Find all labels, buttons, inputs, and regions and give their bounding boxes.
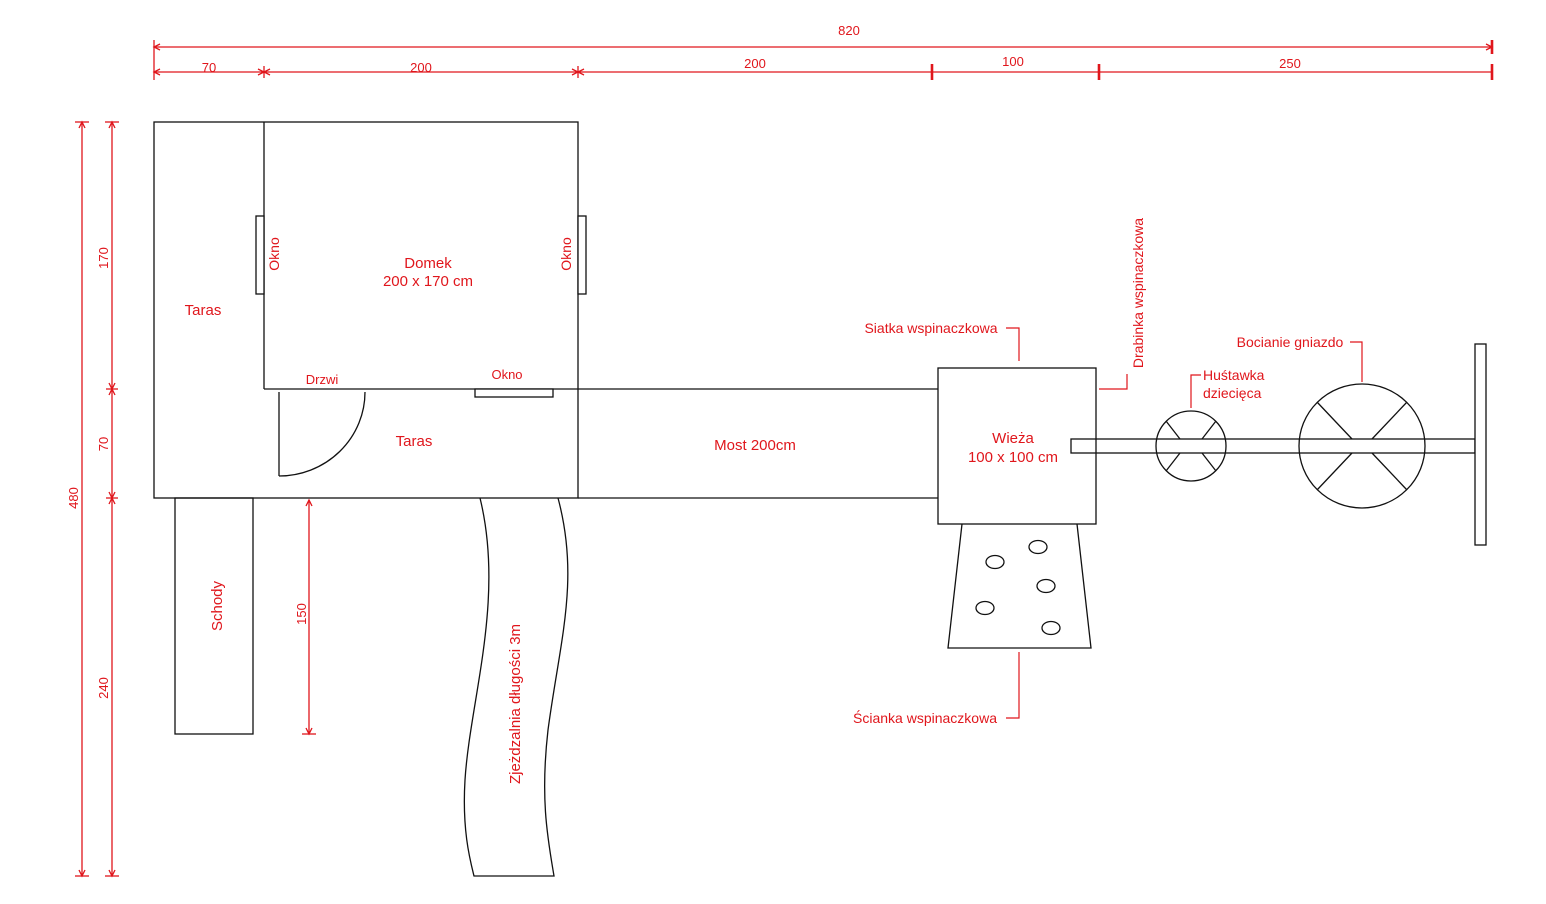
bocianie-gniazdo-swing <box>1298 383 1426 509</box>
dim-label-taras-height: 70 <box>96 437 111 451</box>
top-dimension-lines: 820 70 200 200 100 250 <box>152 23 1494 80</box>
taras-bottom-label: Taras <box>396 433 433 450</box>
window-right <box>577 215 587 295</box>
spoke <box>1165 420 1181 440</box>
drabinka-leader <box>1099 374 1128 390</box>
arrowhead <box>78 120 86 129</box>
spoke <box>1165 452 1181 472</box>
scianka-climbing-wall <box>947 523 1092 649</box>
window-left <box>255 215 265 295</box>
hustawka-label: Huśtawka <box>1203 367 1265 383</box>
hustawka-seat-circle <box>1155 410 1227 482</box>
zjezdzalnia-slide <box>463 497 569 877</box>
dim-label-taras-width: 70 <box>202 60 216 75</box>
hustawka-swing <box>1155 410 1227 482</box>
spoke <box>1316 452 1353 491</box>
arrowhead <box>108 869 116 878</box>
swing-beam <box>1070 438 1476 454</box>
bocianie-label: Bocianie gniazdo <box>1237 334 1344 350</box>
arrowhead <box>305 727 313 736</box>
dim-label-schody-height: 240 <box>96 677 111 699</box>
okno-left-label: Okno <box>266 237 282 271</box>
platform-outline <box>153 121 579 499</box>
taras-top-label: Taras <box>185 302 222 319</box>
arrowhead <box>78 869 86 878</box>
spoke <box>1201 452 1217 472</box>
step-height-dimension: 150 <box>294 498 316 736</box>
arrowhead <box>108 120 116 129</box>
dim-label-most-width: 200 <box>744 56 766 71</box>
dim-label-domek-height: 170 <box>96 247 111 269</box>
most-label: Most 200cm <box>714 437 796 454</box>
arrowhead <box>152 68 161 76</box>
climbing-hold <box>1036 578 1056 594</box>
arrowhead <box>152 43 161 51</box>
arrowhead <box>305 498 313 507</box>
arrowhead <box>108 496 116 505</box>
left-dimension-lines: 480 170 70 240 <box>66 120 119 878</box>
scianka-label: Ścianka wspinaczkowa <box>853 709 997 726</box>
swing-end-post <box>1474 343 1487 546</box>
wieza-label: Wieża <box>992 430 1034 447</box>
arrowhead <box>262 68 271 76</box>
climbing-hold <box>985 554 1005 570</box>
schody-stairs <box>174 497 254 735</box>
spoke <box>1201 420 1217 440</box>
nest-circle <box>1298 383 1426 509</box>
dim-label-total-height: 480 <box>66 487 81 509</box>
house-platform <box>153 121 587 499</box>
spoke <box>1316 401 1353 440</box>
arrowhead <box>1485 43 1494 51</box>
wieza-tower <box>937 367 1097 525</box>
climbing-hold <box>1028 539 1048 555</box>
drabinka-label: Drabinka wspinaczkowa <box>1130 218 1146 368</box>
siatka-label: Siatka wspinaczkowa <box>864 320 997 336</box>
schody-label: Schody <box>209 580 226 631</box>
scianka-leader <box>1006 652 1020 719</box>
domek-label: Domek <box>404 255 452 272</box>
siatka-leader <box>1006 327 1020 361</box>
domek-size-label: 200 x 170 cm <box>383 273 473 290</box>
climbing-hold <box>975 600 995 616</box>
dim-label-wieza-width: 100 <box>1002 54 1024 69</box>
dim-label-rest-width: 250 <box>1279 56 1301 71</box>
dim-label-step-height: 150 <box>294 603 309 625</box>
climbing-wall-outline <box>947 523 1092 649</box>
wieza-size-label: 100 x 100 cm <box>968 449 1058 466</box>
okno-bottom-label: Okno <box>491 367 522 382</box>
bocianie-leader <box>1350 341 1363 382</box>
spoke <box>1371 401 1408 440</box>
window-bottom <box>474 388 554 398</box>
spoke <box>1371 452 1408 491</box>
zjezdzalnia-label: Zjeżdzalnia długości 3m <box>507 624 524 784</box>
hustawka-label-line2: dziecięca <box>1203 385 1262 401</box>
hustawka-leader <box>1190 374 1201 408</box>
dim-label-total-width: 820 <box>838 23 860 38</box>
okno-right-label: Okno <box>558 237 574 271</box>
door-swing-arc <box>278 391 366 477</box>
dim-label-domek-width: 200 <box>410 60 432 75</box>
arrowhead <box>576 68 585 76</box>
drzwi-label: Drzwi <box>306 372 339 387</box>
climbing-hold <box>1041 620 1061 636</box>
arrowhead <box>108 387 116 396</box>
